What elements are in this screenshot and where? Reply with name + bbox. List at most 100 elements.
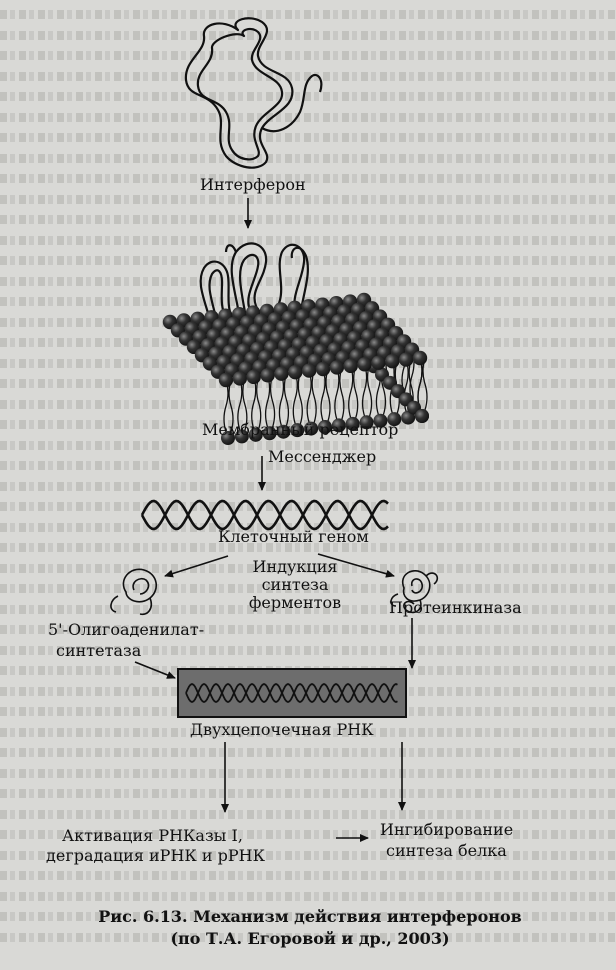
lipid-tail	[353, 365, 359, 419]
double-strand-rna-box	[177, 668, 407, 718]
lipid-tail	[348, 365, 354, 419]
lipid-head-bead	[276, 424, 291, 439]
lipid-tail	[237, 378, 243, 431]
background-texture-line	[0, 276, 616, 286]
lipid-head-bead	[260, 368, 275, 383]
lipid-tail	[256, 376, 262, 430]
lipid-tail	[306, 370, 312, 423]
lipid-head-bead	[262, 426, 277, 441]
lipid-head-bead	[357, 357, 372, 372]
label-inhibition-line1: Ингибирование	[380, 820, 514, 839]
lipid-tail	[334, 367, 340, 420]
oligoadenylate-synthetase-enzyme-icon	[110, 568, 157, 616]
background-texture-line	[0, 604, 616, 614]
background-texture-line	[0, 10, 616, 19]
lipid-tail	[251, 376, 257, 430]
protein-kinase-enzyme-icon	[390, 570, 439, 614]
lipid-tail	[242, 378, 248, 431]
lipid-head-bead	[398, 352, 414, 367]
lipid-tail	[417, 357, 423, 411]
background-texture-line	[0, 912, 616, 921]
background-texture-line	[0, 871, 616, 880]
background-texture-line	[0, 215, 616, 224]
cell-genome-helix-icon	[140, 499, 389, 531]
membrane-bilayer-icon	[162, 292, 429, 445]
background-texture-line	[0, 194, 616, 204]
lipid-head-bead	[315, 361, 331, 377]
label-rnase-activation-line1: Активация РНКазы I,	[62, 826, 243, 845]
lipid-head-bead	[248, 427, 263, 442]
background-texture-line	[0, 235, 616, 245]
interferon-molecule-icon	[184, 17, 323, 169]
label-messenger: Мессенджер	[268, 447, 377, 466]
background-texture-line	[0, 51, 616, 60]
lipid-tail	[292, 371, 298, 425]
background-texture-line	[0, 30, 616, 40]
lipid-head-bead	[345, 416, 360, 431]
label-oligoadenylate-line1: 5'-Олигоаденилат-	[48, 620, 205, 639]
label-rnase-activation-line2: деградация иРНК и рРНК	[46, 846, 265, 865]
lipid-head-bead	[318, 420, 332, 434]
lipid-tail	[269, 375, 276, 428]
background-texture-line	[0, 481, 616, 491]
figure-caption: Рис. 6.13. Механизм действия интерфероно…	[70, 906, 550, 950]
lipid-head-bead	[274, 366, 289, 381]
lipid-head-bead	[371, 355, 386, 370]
caption-line2: (по Т.А. Егоровой и др., 2003)	[170, 929, 450, 948]
background-texture-line	[0, 563, 616, 573]
label-cell-genome: Клеточный геном	[218, 527, 369, 546]
arrow-genome-to-protein-kinase	[317, 553, 395, 578]
background-texture-line	[0, 153, 616, 163]
background-texture-line	[0, 112, 616, 122]
background-texture-line	[0, 92, 616, 101]
caption-line1: Рис. 6.13. Механизм действия интерфероно…	[98, 907, 522, 926]
background-texture-line	[0, 133, 616, 142]
lipid-tail	[228, 379, 234, 433]
genome-strand	[140, 499, 389, 531]
background-texture-line	[0, 891, 616, 901]
lipid-head-bead	[415, 409, 429, 423]
background-texture-line	[0, 789, 616, 798]
label-double-strand-rna: Двухцепочечная РНК	[190, 720, 374, 739]
lipid-tail	[223, 379, 229, 433]
background-texture-line	[0, 625, 616, 634]
label-enzyme-induction: Индукция синтеза ферментов	[248, 557, 342, 612]
background-texture-line	[0, 748, 616, 757]
lipid-head-bead	[359, 415, 374, 430]
background-texture-line	[0, 850, 616, 860]
lipid-tail	[422, 357, 428, 411]
genome-strand	[140, 499, 389, 531]
lipid-head-bead	[290, 423, 305, 438]
arrow-oligoadenylate-to-rna	[134, 661, 176, 679]
background-texture-line	[0, 932, 616, 942]
background-texture-line	[0, 379, 616, 388]
lipid-head-bead	[221, 431, 235, 445]
lipid-head-bead	[387, 412, 402, 427]
lipid-tail	[297, 371, 303, 425]
lipid-head-bead	[246, 369, 261, 385]
lipid-head-bead	[331, 418, 346, 433]
lipid-head-bead	[304, 421, 319, 436]
lipid-head-bead	[234, 429, 249, 444]
lipid-head-bead	[412, 350, 428, 366]
lipid-head-bead	[232, 371, 248, 386]
lipid-tail	[278, 373, 285, 426]
lipid-tail	[325, 368, 331, 422]
label-membrane-receptor: Мембранный рецептор	[202, 420, 399, 439]
background-texture-line	[0, 522, 616, 532]
lipid-head-bead	[385, 353, 400, 369]
background-texture-line	[0, 461, 616, 470]
background-texture-line	[0, 440, 616, 450]
background-texture-line	[0, 584, 616, 593]
lipid-head-bead	[218, 372, 234, 388]
background-texture-line	[0, 645, 616, 655]
label-interferon: Интерферон	[200, 175, 306, 194]
background-texture-line	[0, 71, 616, 81]
arrow-genome-to-oligoadenylate	[164, 555, 229, 578]
background-texture-line	[0, 727, 616, 737]
lipid-head-bead	[329, 360, 345, 375]
lipid-head-bead	[301, 363, 317, 378]
rna-strand	[185, 683, 398, 703]
background-texture-line	[0, 809, 616, 819]
